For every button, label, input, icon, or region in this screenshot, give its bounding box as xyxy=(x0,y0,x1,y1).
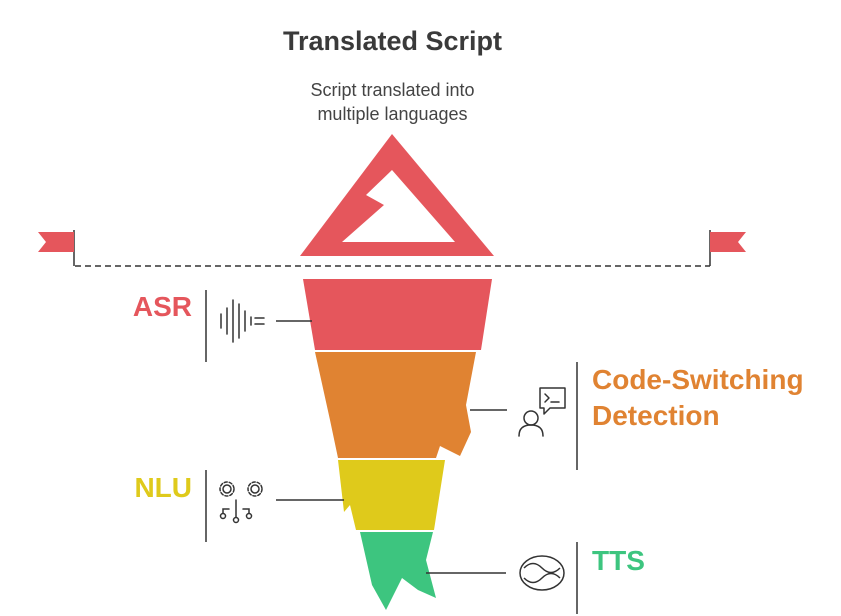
label-asr: ASR xyxy=(132,291,192,322)
label-code-switching-line-2: Detection xyxy=(592,400,720,431)
user-terminal-icon xyxy=(518,387,566,437)
right-flag-icon xyxy=(709,230,746,266)
label-code-switching-line-1: Code-Switching xyxy=(592,364,804,395)
soundwave-icon xyxy=(220,299,265,343)
left-flag-icon xyxy=(38,230,75,266)
subtitle-line-1: Script translated into xyxy=(310,80,475,100)
gears-circuit-icon xyxy=(219,481,263,524)
label-nlu: NLU xyxy=(134,472,192,503)
diagram-subtitle: Script translated into multiple language… xyxy=(0,78,785,126)
layer-code-switching xyxy=(315,352,476,458)
subtitle-line-2: multiple languages xyxy=(317,104,468,124)
layer-asr xyxy=(303,279,492,350)
label-code-switching: Code-Switching Detection xyxy=(592,362,832,434)
layer-tts xyxy=(360,532,436,610)
diagram-title: Translated Script xyxy=(282,26,503,56)
label-tts: TTS xyxy=(592,545,645,576)
speech-loop-icon xyxy=(519,555,565,591)
layer-nlu xyxy=(338,460,445,530)
iceberg-tip xyxy=(300,134,494,256)
